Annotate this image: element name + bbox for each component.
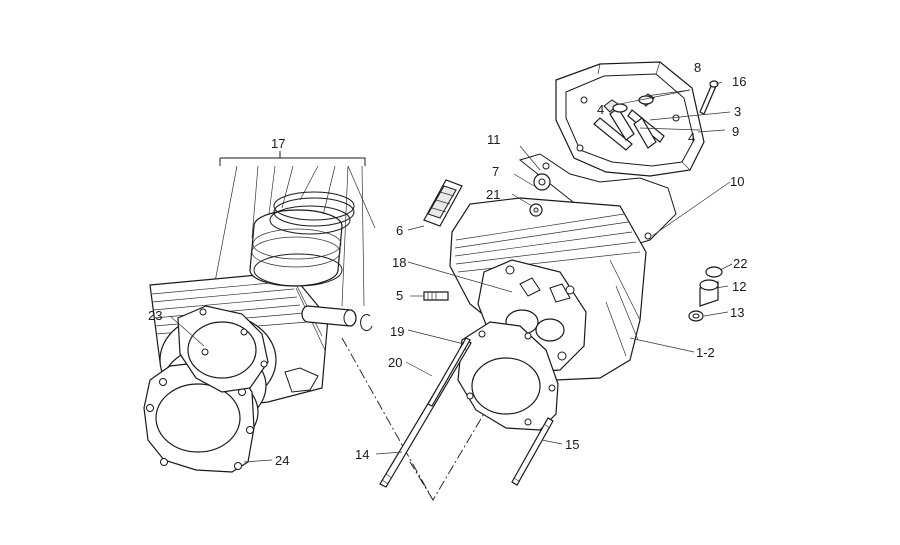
cylinder-head-assembly <box>341 61 723 501</box>
piston-rings <box>269 191 355 235</box>
piston-pin <box>301 305 357 327</box>
part-label-3: 3 <box>734 104 741 119</box>
part-label-19: 19 <box>390 324 404 339</box>
part-label-7: 7 <box>492 164 499 179</box>
part-label-21: 21 <box>486 187 500 202</box>
part-label-24: 24 <box>275 453 289 468</box>
part-label-15: 15 <box>565 437 579 452</box>
construction-lines <box>341 337 506 501</box>
filter-block <box>423 179 463 227</box>
part-label-22: 22 <box>733 256 747 271</box>
part-label-12: 12 <box>732 279 746 294</box>
long-studs <box>379 337 554 488</box>
cover-bolt <box>699 83 717 115</box>
part-label-23: 23 <box>148 308 162 323</box>
part-label-16: 16 <box>732 74 746 89</box>
oil-union <box>529 173 551 217</box>
circlip <box>360 314 373 332</box>
part-label-4: 4 <box>597 102 604 117</box>
group-bracket-17 <box>219 151 366 166</box>
part-label-4: 4 <box>688 130 695 145</box>
part-label-1-2: 1-2 <box>696 345 715 360</box>
part-label-9: 9 <box>732 124 739 139</box>
part-label-17: 17 <box>271 136 285 151</box>
part-label-18: 18 <box>392 255 406 270</box>
rocker-bush <box>688 266 723 322</box>
part-label-20: 20 <box>388 355 402 370</box>
leader-lines <box>169 81 733 463</box>
piston <box>249 209 343 287</box>
rocker-cover <box>555 61 705 177</box>
part-label-10: 10 <box>730 174 744 189</box>
part-label-6: 6 <box>396 223 403 238</box>
part-label-13: 13 <box>730 305 744 320</box>
bracket-leaders <box>214 165 376 307</box>
part-label-5: 5 <box>396 288 403 303</box>
cylinder-assembly <box>143 151 376 473</box>
part-number-labels: 17 8 16 3 4 4 9 11 7 10 21 6 18 22 5 12 … <box>148 60 747 468</box>
part-label-8: 8 <box>694 60 701 75</box>
part-label-14: 14 <box>355 447 369 462</box>
part-label-11: 11 <box>487 132 501 147</box>
